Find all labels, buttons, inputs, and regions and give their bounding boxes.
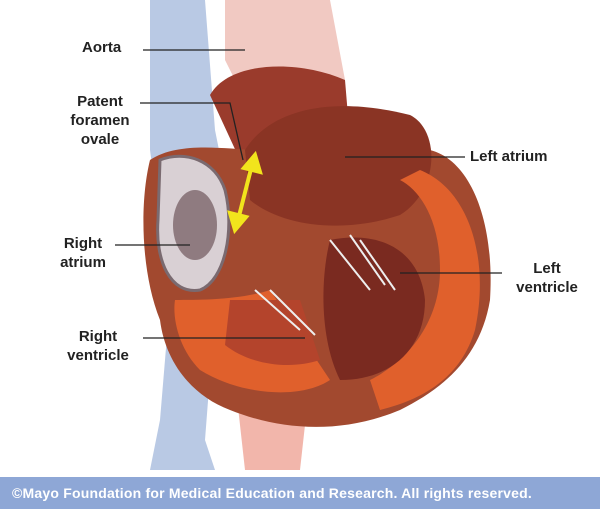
label-line: ovale xyxy=(80,131,120,148)
tricuspid-valve-strands xyxy=(254,289,316,336)
leader-lines xyxy=(115,49,502,339)
label-patent-foramen-ovale: Patent foramen ovale xyxy=(60,92,140,149)
label-line: ventricle xyxy=(67,347,129,364)
label-right-ventricle: Right ventricle xyxy=(56,327,140,365)
label-line: Right xyxy=(78,328,118,345)
left-ventricle-wall xyxy=(370,170,480,410)
label-left-ventricle: Left ventricle xyxy=(505,259,589,297)
label-line: ventricle xyxy=(516,279,578,296)
label-right-atrium: Right atrium xyxy=(52,234,114,272)
label-line: atrium xyxy=(60,254,106,271)
double-arrow-icon xyxy=(227,150,263,235)
left-atrium-shape xyxy=(245,106,432,226)
label-aorta: Aorta xyxy=(82,39,122,56)
right-atrium-interior xyxy=(173,190,217,260)
label-left-atrium: Left atrium xyxy=(470,148,548,165)
label-line: Left xyxy=(533,260,561,277)
mitral-valve-strands xyxy=(329,234,396,291)
label-line: Patent xyxy=(77,93,123,110)
leader-line-pfo xyxy=(140,102,244,161)
label-line: foramen xyxy=(70,112,130,129)
left-ventricle-chamber xyxy=(323,237,425,380)
copyright-footer: ©Mayo Foundation for Medical Education a… xyxy=(0,477,600,509)
label-line: Right xyxy=(63,235,103,252)
